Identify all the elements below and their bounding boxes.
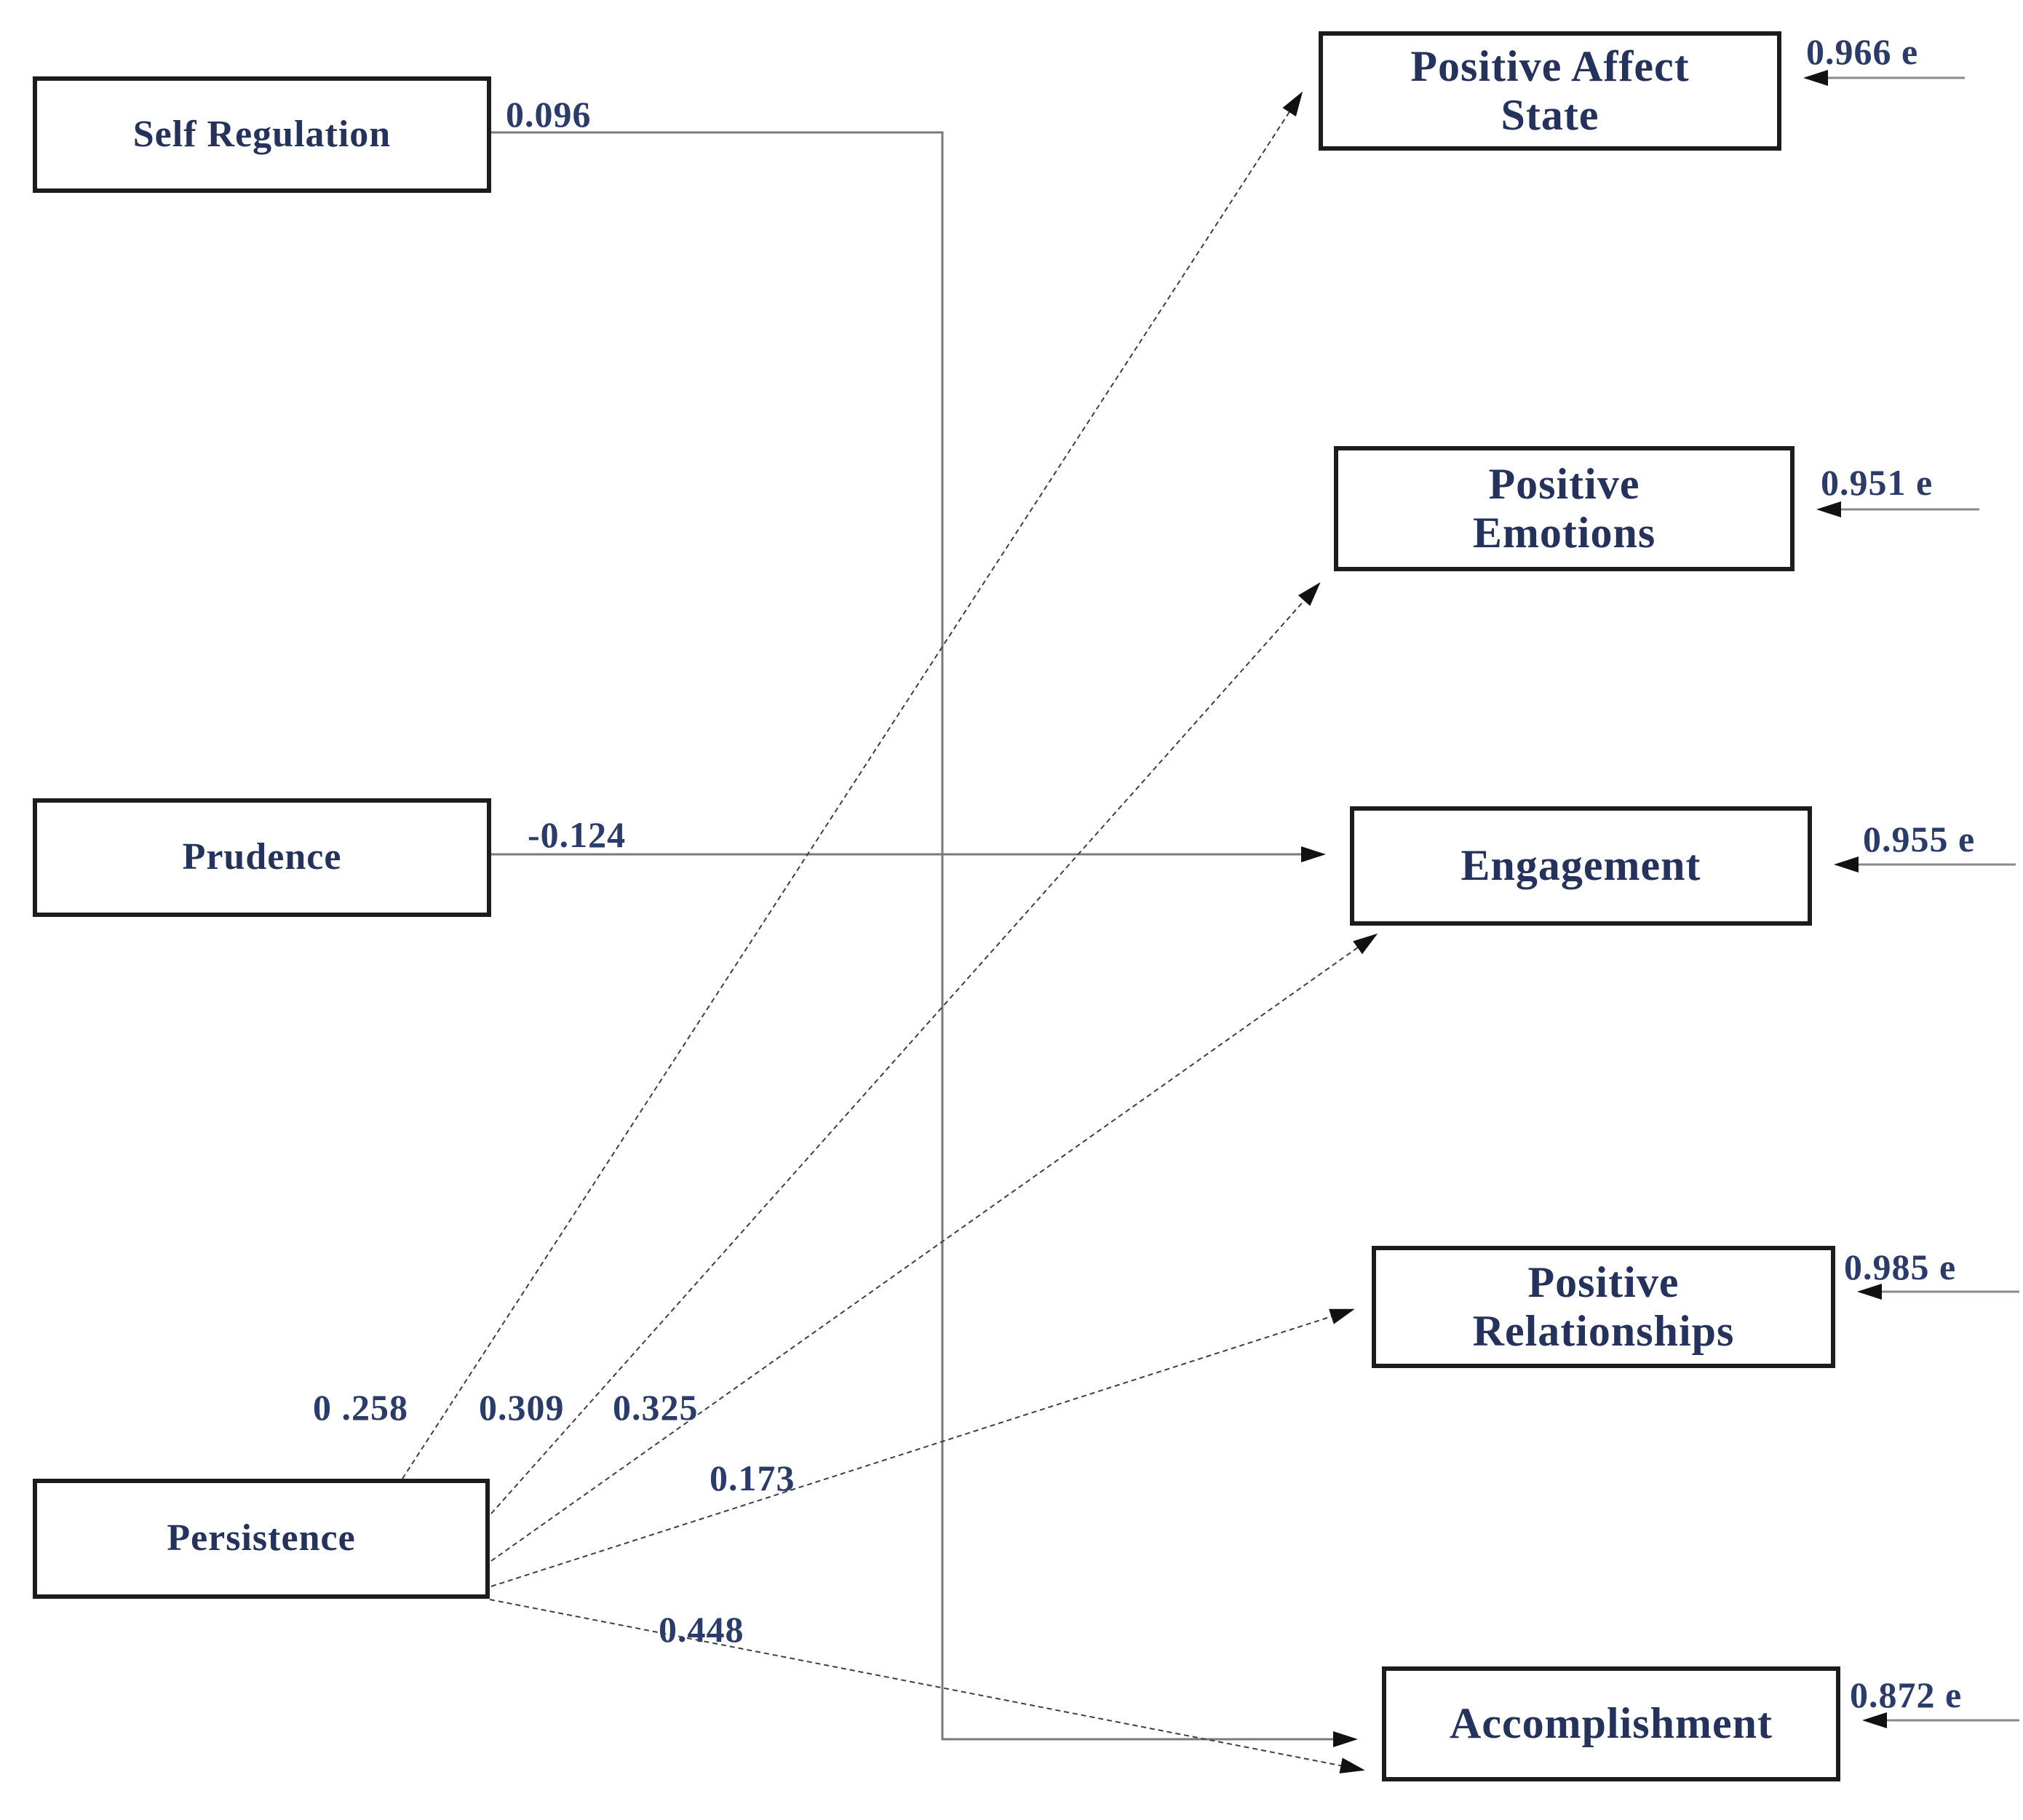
node-prudence-label: Prudence: [182, 836, 342, 878]
node-persistence: Persistence: [33, 1479, 490, 1599]
edge-persistence-to-positive-relationships: [490, 1308, 1355, 1587]
coef-persistence-positive-emotions: 0.309: [479, 1387, 565, 1428]
node-positive-emotions-label: Positive Emotions: [1472, 459, 1656, 557]
edge-persistence-to-positive-emotions: [490, 582, 1321, 1514]
node-accomplishment: Accomplishment: [1382, 1666, 1840, 1781]
error-label-positive-relationships: 0.985 e: [1844, 1247, 1957, 1287]
node-positive-affect-state-label: Positive Affect State: [1410, 41, 1690, 139]
node-engagement-label: Engagement: [1460, 841, 1701, 890]
error-label-accomplishment: 0.872 e: [1850, 1674, 1963, 1715]
node-positive-emotions: Positive Emotions: [1334, 446, 1795, 571]
node-accomplishment-label: Accomplishment: [1450, 1699, 1773, 1748]
coef-persistence-engagement: 0.325: [613, 1387, 699, 1428]
node-self-regulation: Self Regulation: [33, 76, 491, 193]
coef-persistence-positive-affect-state: 0 .258: [313, 1387, 408, 1428]
error-label-positive-affect-state: 0.966 e: [1806, 31, 1919, 72]
edge-persistence-to-accomplishment: [489, 1599, 1365, 1774]
coef-persistence-accomplishment: 0.448: [659, 1609, 744, 1650]
node-engagement: Engagement: [1350, 806, 1812, 926]
error-label-engagement: 0.955 e: [1863, 819, 1976, 859]
error-label-positive-emotions: 0.951 e: [1821, 462, 1933, 503]
node-positive-relationships: Positive Relationships: [1372, 1246, 1835, 1368]
node-persistence-label: Persistence: [167, 1517, 356, 1559]
edge-persistence-to-engagement: [490, 933, 1378, 1562]
edge-persistence-to-positive-affect-state: [402, 91, 1303, 1479]
node-positive-relationships-label: Positive Relationships: [1472, 1257, 1735, 1355]
coef-prudence-engagement: -0.124: [528, 814, 627, 855]
coef-persistence-positive-relationships: 0.173: [710, 1458, 795, 1498]
edge-self-regulation-to-accomplishment: [491, 131, 1358, 1747]
node-self-regulation-label: Self Regulation: [132, 113, 392, 155]
node-positive-affect-state: Positive Affect State: [1319, 31, 1781, 151]
coef-self-regulation-accomplishment: 0.096: [506, 94, 592, 135]
node-prudence: Prudence: [33, 798, 491, 917]
